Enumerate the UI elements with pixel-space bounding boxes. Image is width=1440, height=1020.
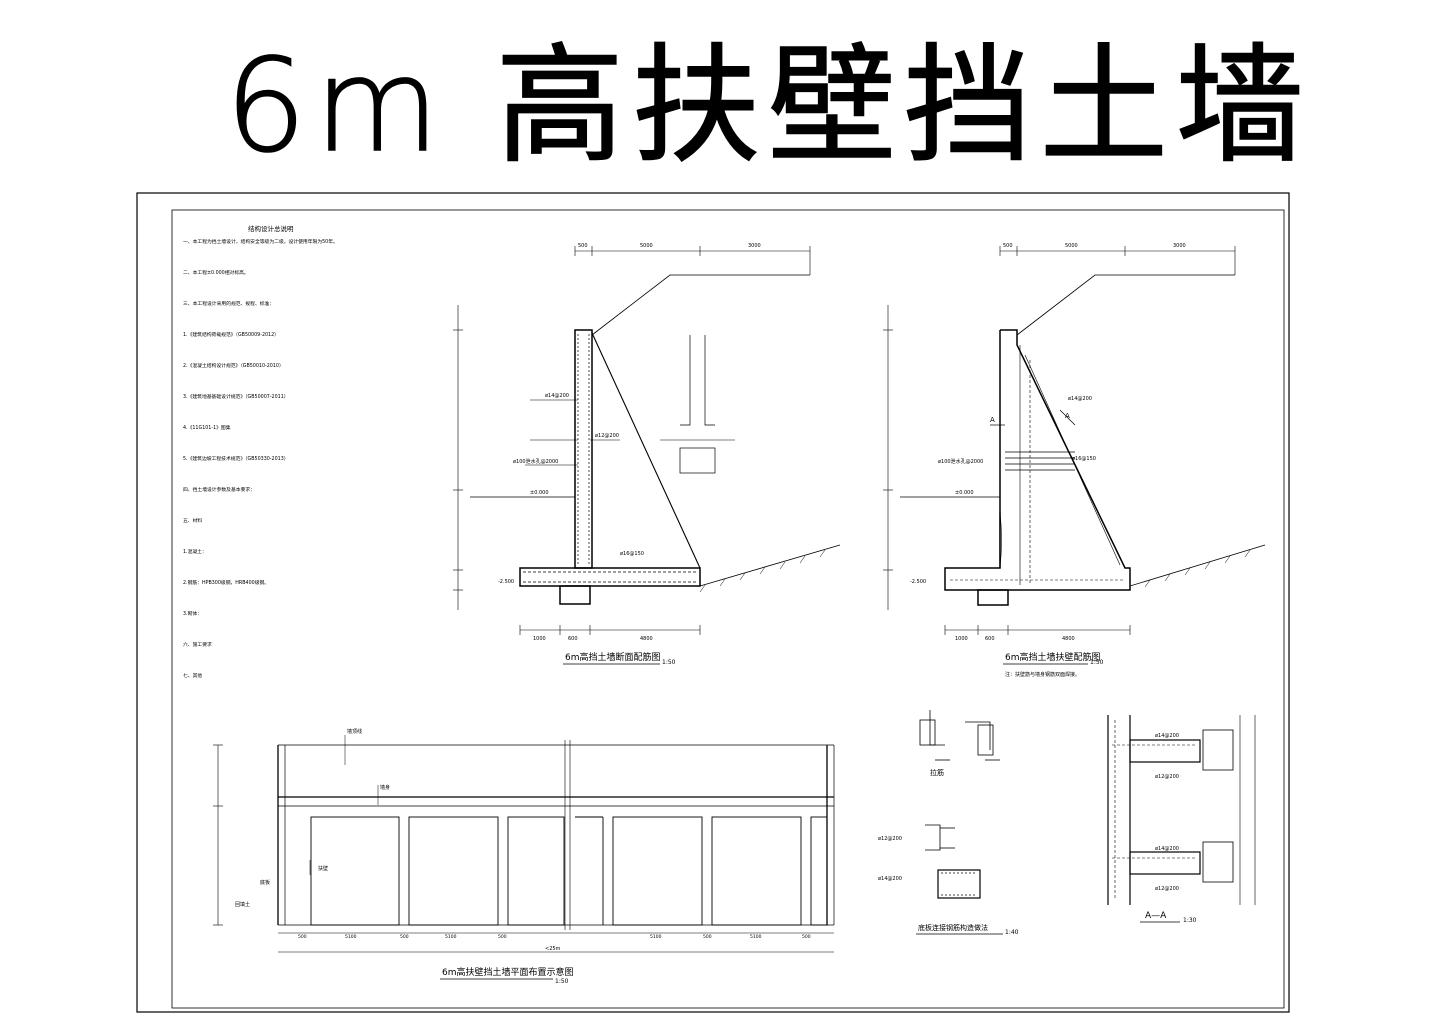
dim-500: 500 bbox=[578, 243, 588, 249]
dim-600: 600 bbox=[568, 636, 578, 642]
plan-total: <25m bbox=[545, 946, 561, 952]
a-mark-left: A bbox=[990, 416, 995, 424]
plan-dim-500-d: 500 bbox=[703, 934, 712, 940]
section-aa-drawing bbox=[1107, 715, 1256, 905]
b-dim-4800: 4800 bbox=[1062, 636, 1075, 642]
notes-line: 2.钢筋：HPB300级钢，HRB400级钢。 bbox=[183, 579, 269, 586]
plan-dim-500-b: 500 bbox=[400, 934, 409, 940]
notes-line: 六、施工要求 bbox=[183, 641, 212, 648]
section-aa-title: A—A bbox=[1145, 911, 1167, 921]
plan-labels: 墙顶线 墙身 扶壁 底板 回填土 5100 5100 5100 5100 500… bbox=[235, 728, 811, 985]
notes-line: 四、挡土墙设计参数及基本要求： bbox=[183, 486, 255, 493]
section-aa-labels: ø14@200 ø12@200 ø14@200 ø12@200 A—A 1:30 bbox=[1145, 733, 1197, 924]
base-bar-label-2: ø14@200 bbox=[878, 876, 902, 882]
plan-dim-5100-c: 5100 bbox=[650, 934, 662, 940]
section-aa-scale: 1:30 bbox=[1183, 917, 1197, 924]
b-dim-600: 600 bbox=[985, 636, 995, 642]
base-detail-scale: 1:40 bbox=[1005, 929, 1019, 936]
notes-line: 3.砌体： bbox=[183, 610, 202, 617]
notes-line: 二、本工程±0.000相对标高。 bbox=[183, 269, 249, 276]
main-title: 6m 高扶壁挡土墙 bbox=[225, 32, 1312, 181]
section-scale: 1:50 bbox=[662, 659, 676, 666]
notes-line: 七、其他 bbox=[183, 672, 202, 679]
b-elev-minus2500: -2.500 bbox=[910, 579, 926, 585]
notes-line: 一、本工程为挡土墙设计，结构安全等级为二级，设计使用年限为50年。 bbox=[183, 238, 338, 245]
plan-dim-5100-b: 5100 bbox=[445, 934, 457, 940]
section-reinforcement-drawing bbox=[453, 246, 841, 635]
buttress-reinforcement-drawing bbox=[883, 246, 1266, 635]
b-drain-pipe-label: ø100泄水孔@2000 bbox=[938, 458, 983, 465]
plan-title: 6m高扶壁挡土墙平面布置示意图 bbox=[442, 966, 574, 978]
elev-minus2500: -2.500 bbox=[498, 579, 514, 585]
plan-wall-top: 墙顶线 bbox=[347, 728, 362, 735]
notes-line: 2.《混凝土结构设计规范》（GB50010-2010） bbox=[183, 362, 284, 369]
buttress-title: 6m高挡土墙扶壁配筋图 bbox=[1005, 651, 1101, 663]
plan-wall-body: 墙身 bbox=[380, 784, 390, 791]
notes-line: 三、本工程设计采用的规范、规程、标准： bbox=[183, 300, 274, 307]
notes-line: 4.《11G101-1》图集 bbox=[183, 424, 231, 431]
outer-border bbox=[136, 192, 1290, 1013]
plan-dim-500-e: 500 bbox=[802, 934, 811, 940]
plan-layout-drawing bbox=[213, 735, 835, 953]
plan-fill: 回填土 bbox=[235, 901, 250, 908]
buttress-labels: 500 5000 3000 1000 600 4800 ±0.000 -2.50… bbox=[910, 243, 1186, 678]
notes-heading: 结构设计总说明 bbox=[248, 224, 294, 233]
b-dim-3000: 3000 bbox=[1173, 243, 1186, 249]
b-bar-label-3: ø16@150 bbox=[1072, 456, 1096, 462]
plan-buttress: 扶壁 bbox=[318, 865, 328, 872]
base-connection-labels: ø12@200 ø14@200 底板连接钢筋构造做法 1:40 bbox=[878, 836, 1019, 936]
buttress-note: 注：扶壁筋与墙身钢筋双面焊接。 bbox=[1005, 671, 1080, 678]
notes-line: 1.混凝土： bbox=[183, 548, 207, 555]
plan-dim-5100-a: 5100 bbox=[345, 934, 357, 940]
aa-bar-label-3: ø14@200 bbox=[1155, 846, 1179, 852]
base-connection-detail-drawing bbox=[925, 824, 981, 899]
a-mark-right: A bbox=[1065, 412, 1070, 420]
dim-5000: 5000 bbox=[640, 243, 653, 249]
dim-1000: 1000 bbox=[533, 636, 546, 642]
tie-detail-title: 拉筋 bbox=[930, 768, 944, 777]
aa-bar-label-4: ø12@200 bbox=[1155, 886, 1179, 892]
aa-bar-label-2: ø12@200 bbox=[1155, 774, 1179, 780]
b-bar-label-1: ø14@200 bbox=[1068, 396, 1092, 402]
plan-scale: 1:50 bbox=[555, 978, 569, 985]
notes-line: 3.《建筑地基基础设计规范》（GB50007-2011） bbox=[183, 393, 289, 400]
aa-bar-label-1: ø14@200 bbox=[1155, 733, 1179, 739]
design-notes: 结构设计总说明 一、本工程为挡土墙设计，结构安全等级为二级，设计使用年限为50年… bbox=[183, 224, 338, 679]
section-title: 6m高挡土墙断面配筋图 bbox=[565, 651, 661, 663]
dim-4800: 4800 bbox=[640, 636, 653, 642]
dim-3000: 3000 bbox=[748, 243, 761, 249]
b-elev-000: ±0.000 bbox=[955, 490, 974, 496]
plan-dim-500-a: 500 bbox=[298, 934, 307, 940]
base-bar-label: ø12@200 bbox=[878, 836, 902, 842]
drain-pipe-label: ø100泄水孔@2000 bbox=[513, 458, 558, 465]
notes-line: 1.《建筑结构荷载规范》（GB50009-2012） bbox=[183, 331, 279, 338]
b-dim-500: 500 bbox=[1003, 243, 1013, 249]
buttress-scale: 1:50 bbox=[1090, 659, 1104, 666]
notes-lines: 一、本工程为挡土墙设计，结构安全等级为二级，设计使用年限为50年。二、本工程±0… bbox=[183, 238, 338, 679]
plan-base: 底板 bbox=[260, 879, 270, 886]
tie-detail-drawing bbox=[919, 710, 1000, 761]
bar-label-3: ø16@150 bbox=[620, 551, 644, 557]
section-reinforcement-labels: 500 5000 3000 1000 600 4800 ±0.000 -2.50… bbox=[498, 243, 761, 666]
plan-dim-5100-d: 5100 bbox=[750, 934, 762, 940]
bar-label-1: ø14@200 bbox=[545, 393, 569, 399]
b-dim-5000: 5000 bbox=[1065, 243, 1078, 249]
notes-line: 五、材料 bbox=[183, 517, 202, 524]
base-detail-title: 底板连接钢筋构造做法 bbox=[918, 923, 988, 932]
notes-line: 5.《建筑边坡工程技术规范》（GB50330-2013） bbox=[183, 455, 289, 462]
elev-000: ±0.000 bbox=[530, 490, 549, 496]
bar-label-2: ø12@200 bbox=[595, 433, 619, 439]
plan-dim-500-c: 500 bbox=[498, 934, 507, 940]
inner-border bbox=[171, 209, 1285, 1009]
b-dim-1000: 1000 bbox=[955, 636, 968, 642]
